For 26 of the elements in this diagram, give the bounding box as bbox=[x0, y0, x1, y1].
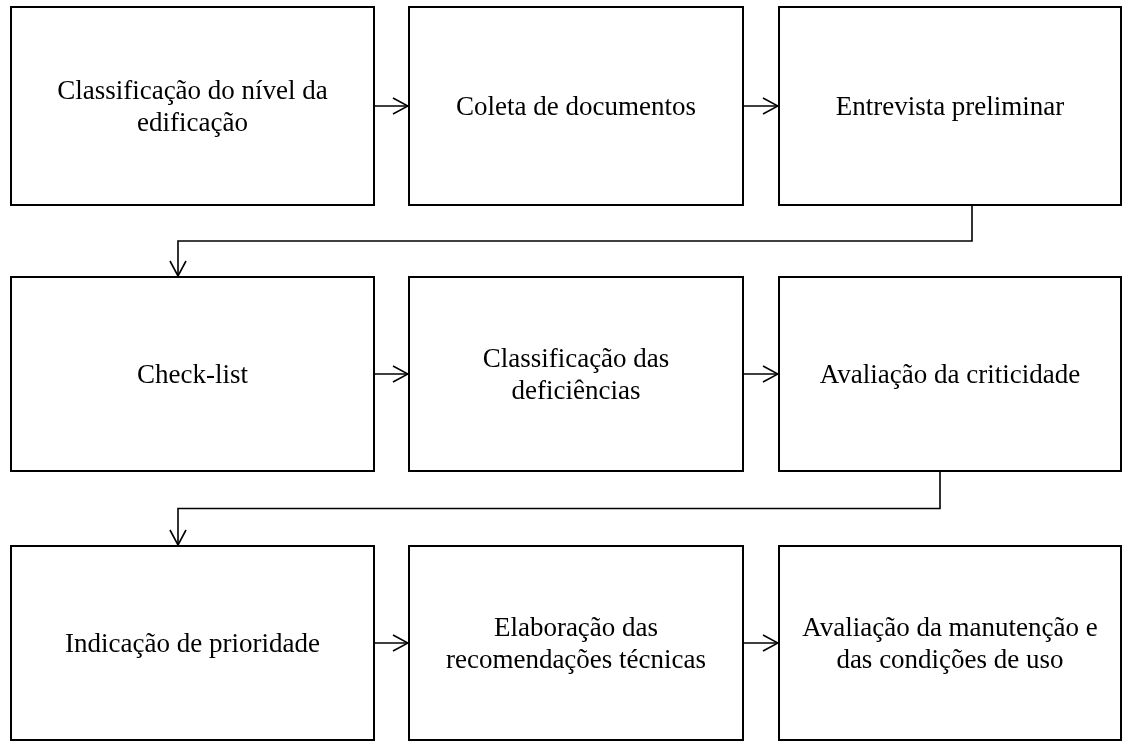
arrow bbox=[743, 97, 779, 115]
arrow bbox=[743, 634, 779, 652]
process-box bbox=[10, 545, 375, 741]
process-box bbox=[10, 276, 375, 472]
box-label: Entrevista preliminar bbox=[835, 90, 1065, 122]
arrow bbox=[374, 634, 409, 652]
box-label: Coleta de documentos bbox=[456, 90, 696, 122]
process-box bbox=[408, 6, 744, 206]
box-label: Avaliação da manutenção e das condições de uso bbox=[801, 611, 1099, 675]
process-box bbox=[408, 276, 744, 472]
box-label: Classificação do nível da edificação bbox=[56, 74, 329, 138]
arrow bbox=[743, 365, 779, 383]
process-box bbox=[778, 6, 1122, 206]
arrow bbox=[169, 205, 973, 277]
arrow bbox=[169, 471, 941, 546]
box-label: Avaliação da criticidade bbox=[819, 358, 1081, 390]
box-label: Check-list bbox=[137, 358, 248, 390]
arrow bbox=[374, 365, 409, 383]
process-box bbox=[10, 6, 375, 206]
box-label: Classificação das deficiências bbox=[481, 342, 671, 406]
process-box bbox=[778, 276, 1122, 472]
process-box bbox=[408, 545, 744, 741]
process-box bbox=[778, 545, 1122, 741]
box-label: Indicação de prioridade bbox=[65, 627, 320, 659]
arrow bbox=[374, 97, 409, 115]
box-label: Elaboração das recomendações técnicas bbox=[444, 611, 708, 675]
